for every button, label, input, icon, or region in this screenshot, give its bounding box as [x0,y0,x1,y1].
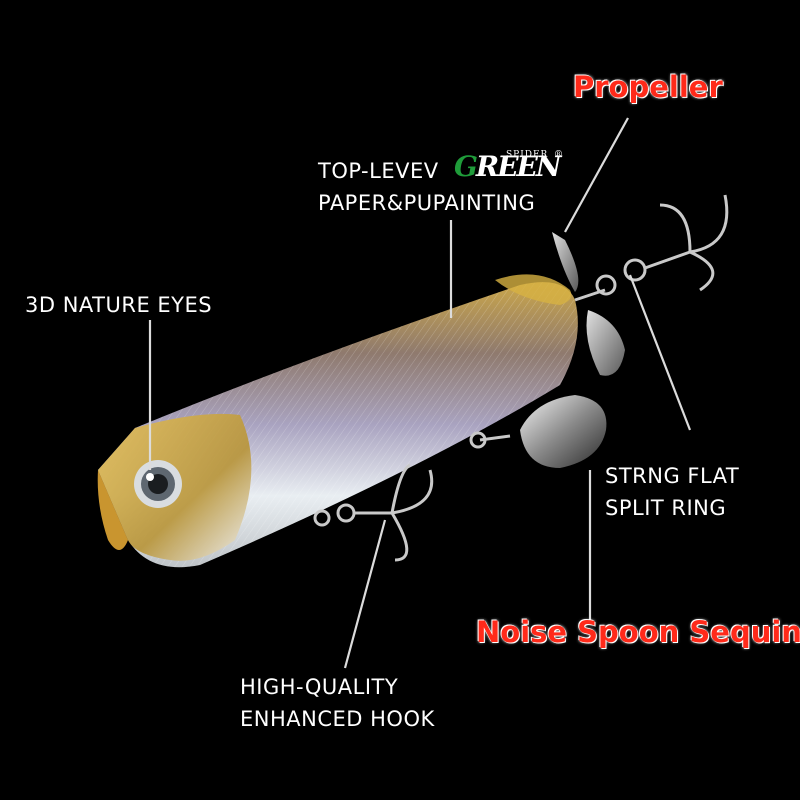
split-ring-label-line2: SPLIT RING [605,496,727,520]
propeller-assembly [552,232,647,376]
painting-label: PAPER&PUPAINTING [318,191,536,215]
top-level-label: TOP-LEVEV [318,159,439,183]
lure-body [97,274,578,568]
hook-label-line1: HIGH-QUALITY [240,675,399,699]
brand-logo: GREEN SPIDER ® [454,150,563,183]
tail-spoon [469,395,607,468]
callout-lines [148,117,692,669]
split-ring-label-line1: STRNG FLAT [605,464,740,488]
lure-eye [134,460,182,508]
eyes-label: 3D NATURE EYES [25,293,213,317]
propeller-label: Propeller [573,70,723,104]
spoon-label: Noise Spoon Sequins [476,615,800,649]
belly-hook [313,463,434,562]
rear-hook [644,194,729,292]
hook-label-line2: ENHANCED HOOK [240,707,435,731]
